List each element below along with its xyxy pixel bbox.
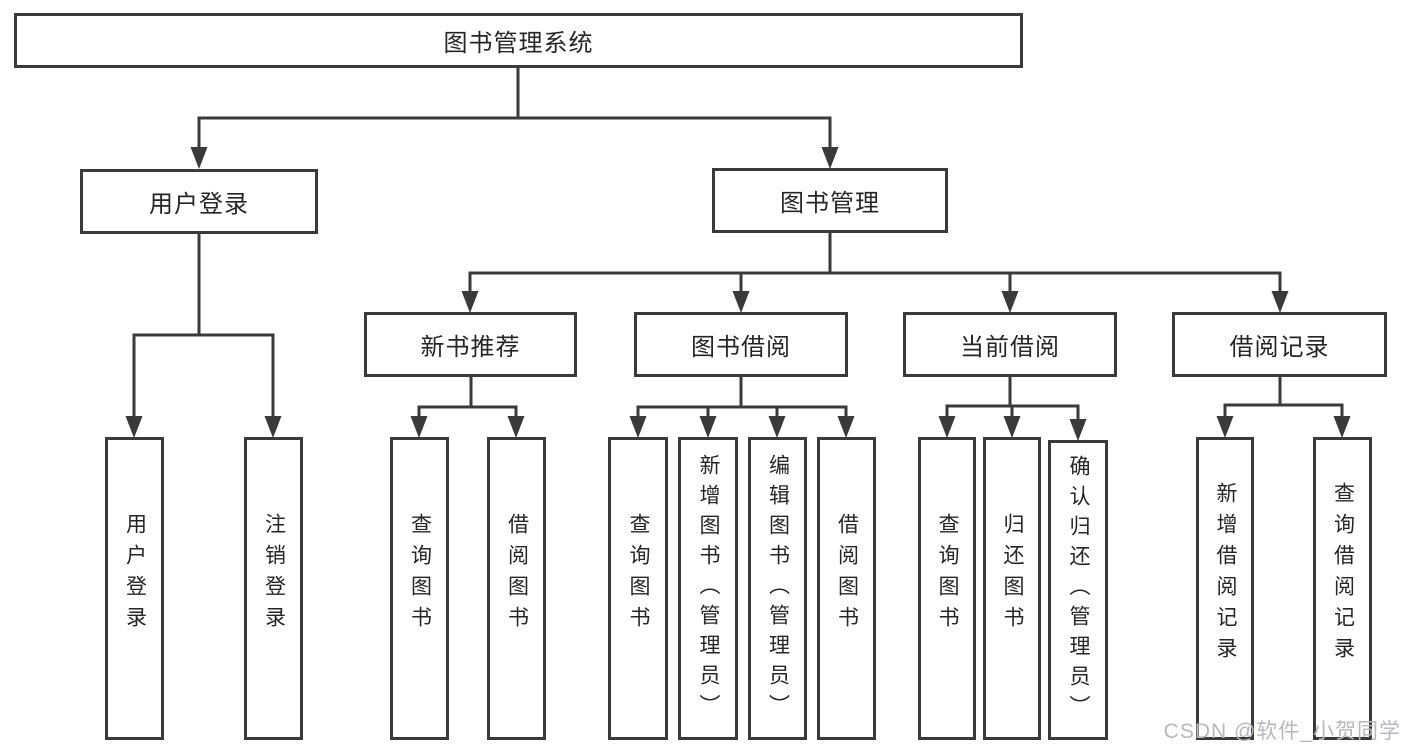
node-user-login-label: 用户登录 — [149, 191, 249, 218]
connector-borrow-record-split — [1216, 377, 1351, 438]
leaf-confirm-return-admin-label: 确认归还（管理员） — [1067, 455, 1090, 725]
leaf-edit-books-admin: 编辑图书（管理员） — [748, 437, 807, 740]
leaf-add-books-admin-label: 新增图书（管理员） — [697, 453, 720, 724]
leaf-edit-books-admin-label: 编辑图书（管理员） — [766, 453, 790, 724]
leaf-confirm-return-admin: 确认归还（管理员） — [1048, 440, 1108, 740]
node-library-system: 图书管理系统 — [14, 13, 1023, 68]
leaf-query-books-current-label: 查询图书 — [936, 512, 959, 637]
node-book-borrowing: 图书借阅 — [634, 312, 848, 377]
leaf-query-books-recommend: 查询图书 — [390, 437, 449, 740]
connector-new-book-split — [410, 377, 525, 438]
node-current-borrowing-label: 当前借阅 — [960, 334, 1060, 361]
connector-book-mgmt-split — [461, 233, 1289, 313]
leaf-query-books-borrowing-label: 查询图书 — [627, 512, 650, 637]
leaf-logout-label: 注销登录 — [262, 512, 286, 637]
node-library-system-label: 图书管理系统 — [443, 30, 594, 57]
leaf-borrow-books-borrowing-label: 借阅图书 — [835, 512, 859, 637]
node-new-book-recommend: 新书推荐 — [364, 312, 577, 377]
leaf-query-books-current: 查询图书 — [918, 437, 976, 740]
leaf-query-books-borrowing: 查询图书 — [608, 437, 668, 740]
connector-book-borrow-split — [629, 377, 855, 438]
node-borrowing-records-label: 借阅记录 — [1229, 334, 1330, 361]
leaf-borrow-books-recommend: 借阅图书 — [487, 437, 546, 740]
leaf-borrow-books-borrowing: 借阅图书 — [817, 437, 876, 740]
node-user-login: 用户登录 — [80, 169, 318, 234]
node-borrowing-records: 借阅记录 — [1172, 312, 1387, 377]
leaf-return-books-label: 归还图书 — [1001, 512, 1024, 637]
leaf-query-borrow-record: 查询借阅记录 — [1313, 437, 1372, 740]
node-current-borrowing: 当前借阅 — [903, 312, 1117, 377]
connector-root-split — [190, 68, 839, 169]
leaf-add-books-admin: 新增图书（管理员） — [678, 437, 738, 740]
leaf-borrow-books-recommend-label: 借阅图书 — [505, 512, 529, 637]
leaf-logout: 注销登录 — [244, 437, 303, 740]
leaf-user-login: 用户登录 — [105, 437, 164, 740]
leaf-return-books: 归还图书 — [983, 437, 1041, 740]
leaf-add-borrow-record-label: 新增借阅记录 — [1214, 481, 1237, 668]
connector-current-borrow-split — [938, 377, 1087, 441]
leaf-query-borrow-record-label: 查询借阅记录 — [1331, 481, 1355, 668]
csdn-watermark: CSDN @软件_小贺同学 — [1163, 720, 1401, 743]
node-book-borrowing-label: 图书借阅 — [691, 334, 791, 361]
leaf-user-login-label: 用户登录 — [123, 512, 147, 637]
connector-user-login-split — [125, 234, 282, 438]
node-book-management-label: 图书管理 — [780, 190, 880, 217]
leaf-query-books-recommend-label: 查询图书 — [408, 512, 432, 637]
leaf-add-borrow-record: 新增借阅记录 — [1196, 437, 1254, 740]
node-book-management: 图书管理 — [712, 168, 948, 233]
node-new-book-recommend-label: 新书推荐 — [420, 334, 521, 361]
